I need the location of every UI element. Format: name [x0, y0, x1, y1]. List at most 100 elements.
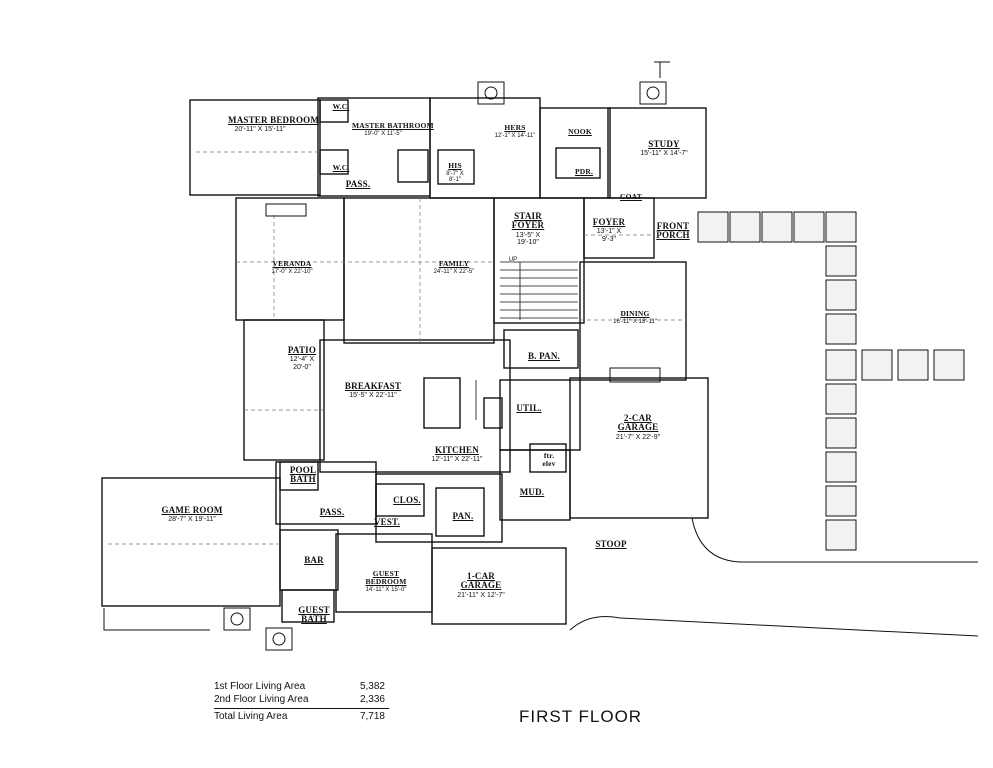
living-area-label: Total Living Area	[214, 711, 288, 722]
room-guest-bedroom: GUEST BEDROOM 14'-11" X 15'-0"	[358, 570, 414, 593]
room-name: 2-CAR GARAGE	[617, 413, 659, 433]
room-pass-1: PASS.	[343, 179, 373, 189]
room-name: VEST.	[373, 517, 401, 527]
room-name: PDR.	[574, 167, 594, 176]
living-area-table: 1st Floor Living Area 5,382 2nd Floor Li…	[214, 680, 389, 723]
room-dims: 14'-11" X 15'-0"	[365, 586, 407, 593]
room-name: UTIL.	[516, 403, 542, 413]
room-name: GUEST BEDROOM	[365, 569, 407, 586]
living-area-value: 2,336	[359, 694, 385, 705]
room-dims: 28'-7" X 19'-11"	[168, 516, 216, 524]
room-name: STOOP	[595, 539, 627, 549]
room-dims: 13'-5" X 19'-10"	[515, 231, 541, 247]
room-clos: CLOS.	[392, 495, 422, 505]
room-name: STAIR FOYER	[511, 211, 545, 231]
room-name: HIS	[448, 161, 462, 170]
room-name: COAT	[620, 192, 642, 201]
living-area-value: 7,718	[359, 711, 385, 722]
chimney-3	[223, 607, 251, 631]
room-dining: DINING 16'-11" X 18'-11"	[606, 310, 664, 325]
room-patio: PATIO 12'-4" X 20'-0"	[282, 345, 322, 371]
living-area-label: 2nd Floor Living Area	[214, 694, 309, 705]
room-mud: MUD.	[518, 487, 546, 497]
room-dims: 24'-11" X 22'-5"	[433, 268, 475, 275]
room-name: B. PAN.	[528, 351, 560, 361]
chimney-1	[477, 81, 505, 105]
living-area-value: 5,382	[359, 681, 385, 692]
room-ftr-elev: ftr. elev	[538, 452, 560, 468]
room-stair-foyer: STAIR FOYER 13'-5" X 19'-10"	[510, 211, 546, 247]
room-dims: 12'-11" X 22'-11"	[431, 456, 483, 464]
room-dims: 20'-11" X 15'-11"	[234, 126, 286, 134]
room-name: STUDY	[648, 139, 680, 149]
room-veranda: VERANDA 17'-0" X 22'-10"	[260, 260, 324, 275]
room-vest: VEST.	[372, 517, 402, 527]
room-name: W.C.	[332, 163, 350, 172]
master-bedroom-wall	[189, 99, 321, 196]
room-name: VERANDA	[272, 259, 312, 268]
room-name: PASS.	[345, 179, 371, 189]
room-master-bedroom: MASTER BEDROOM 20'-11" X 15'-11"	[228, 115, 319, 134]
plan-title: FIRST FLOOR	[519, 707, 643, 726]
room-pan: PAN.	[450, 511, 476, 521]
room-study: STUDY 15'-11" X 14'-7"	[636, 139, 692, 158]
room-name: POOL BATH	[289, 465, 317, 485]
room-two-car-garage: 2-CAR GARAGE 21'-7" X 22'-9"	[606, 413, 670, 441]
room-family: FAMILY 24'-11" X 22'-5"	[424, 260, 484, 275]
room-master-bathroom: MASTER BATHROOM 19'-0" X 11'-5"	[352, 121, 434, 137]
living-area-label: 1st Floor Living Area	[214, 681, 306, 692]
room-dims: 12'-4" X 20'-0"	[289, 356, 315, 371]
room-breakfast: BREAKFAST 15'-5" X 22'-11"	[344, 381, 402, 400]
room-dims: 21'-7" X 22'-9"	[615, 433, 661, 441]
room-name: PASS.	[319, 507, 345, 517]
room-name: W.C.	[332, 102, 350, 111]
room-name: ftr. elev	[542, 451, 556, 468]
room-pass-2: PASS.	[314, 507, 350, 517]
room-game-room: GAME ROOM 28'-7" X 19'-11"	[160, 505, 224, 524]
room-pdr: PDR.	[570, 168, 598, 176]
room-pool-bath: POOL BATH	[288, 465, 318, 485]
room-foyer: FOYER 13'-1" X 9'-3"	[590, 217, 628, 243]
room-hers: HERS 12'-1" X 14'-11"	[490, 124, 540, 139]
room-dims: 12'-1" X 14'-11"	[494, 132, 536, 139]
chimney-4	[265, 627, 293, 651]
room-name: NOOK	[568, 127, 592, 136]
room-name: GAME ROOM	[161, 505, 223, 515]
room-wc-1: W.C.	[332, 103, 350, 111]
room-bar: BAR	[302, 555, 326, 565]
room-dims: 13'-1" X 9'-3"	[596, 228, 622, 243]
living-area-row: 1st Floor Living Area 5,382	[214, 680, 389, 693]
room-b-pan: B. PAN.	[524, 351, 564, 361]
room-name: MASTER BATHROOM	[352, 121, 434, 130]
room-one-car-garage: 1-CAR GARAGE 21'-11" X 12'-7"	[448, 571, 514, 599]
room-front-porch: FRONT PORCH	[656, 221, 690, 241]
room-his: HIS 8'-7" X 8'-1"	[440, 161, 470, 184]
room-name: MUD.	[519, 487, 545, 497]
stair-up-label: UP	[508, 257, 518, 263]
room-wc-2: W.C.	[332, 164, 350, 172]
room-dims: 8'-7" X 8'-1"	[446, 170, 464, 184]
room-dims: 21'-11" X 12'-7"	[457, 591, 505, 599]
living-area-total-row: Total Living Area 7,718	[214, 708, 389, 723]
room-nook: NOOK	[566, 128, 594, 136]
room-dims: 15'-11" X 14'-7"	[640, 150, 688, 158]
room-util: UTIL.	[514, 403, 544, 413]
room-coat: COAT	[618, 193, 644, 201]
room-name: 1-CAR GARAGE	[460, 571, 502, 591]
room-name: KITCHEN	[435, 445, 479, 455]
room-name: FAMILY	[438, 259, 470, 268]
room-guest-bath: GUEST BATH	[296, 605, 332, 625]
room-name: BAR	[304, 555, 324, 565]
room-name: BREAKFAST	[344, 381, 402, 391]
room-dims: 17'-0" X 22'-10"	[271, 268, 313, 275]
room-name: DINING	[620, 309, 650, 318]
room-name: FOYER	[592, 217, 626, 227]
room-name: GUEST BATH	[298, 605, 330, 625]
room-name: FRONT PORCH	[656, 221, 690, 241]
room-name: HERS	[504, 123, 526, 132]
living-area-row: 2nd Floor Living Area 2,336	[214, 693, 389, 706]
room-dims: 19'-0" X 11'-5"	[364, 130, 402, 137]
room-name: PAN.	[452, 511, 474, 521]
room-name: CLOS.	[393, 495, 421, 505]
